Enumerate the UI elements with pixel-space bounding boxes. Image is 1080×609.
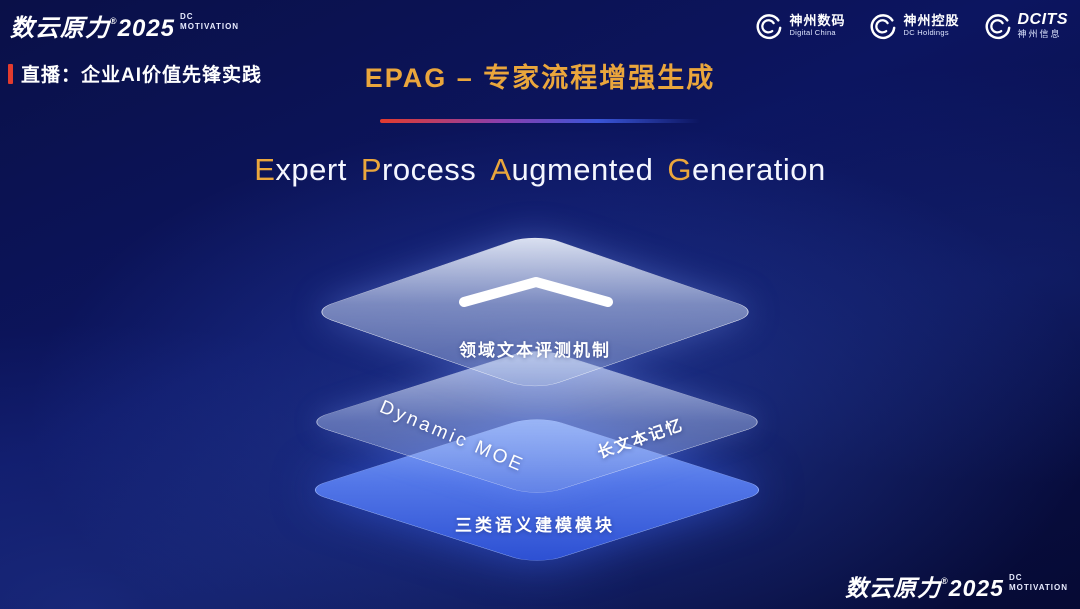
brand-logo-top-left: 数云原力®2025 DC MOTIVATION [10,8,239,43]
digital-china-swirl-icon [757,14,782,40]
middle-layer-right-label: 长文本记忆 [595,416,687,463]
live-label-text: 直播：企业AI价值先锋实践 [21,65,263,86]
middle-layer-left-label: Dynamic MOE [376,396,528,477]
top-layer-label: 领域文本评测机制 [459,341,611,360]
bottom-layer-label: 三类语义建模模块 [455,516,615,535]
red-accent-bar [8,63,13,84]
dcits-swirl-icon [985,14,1010,40]
logo-digital-china: 神州数码 Digital China [753,10,845,40]
registered-mark: ® [110,16,118,26]
gradient-divider [380,119,700,123]
logo-subtitle: Digital China [789,28,836,38]
dc-holdings-swirl-icon [871,14,896,40]
brand-subtext: DC MOTIVATION [1008,573,1068,592]
brand-wordmark: 数云原力®2025 [10,15,176,42]
registered-mark: ® [941,576,949,586]
logo-dc-holdings: 神州控股 DC Holdings [867,10,959,40]
logo-name: 神州控股 [903,12,960,28]
brand-wordmark: 数云原力®2025 [845,575,1004,601]
logo-name: 神州数码 [789,12,846,28]
logo-name: DCITS [1017,11,1068,28]
logo-subtitle: DC Holdings [903,28,949,38]
partner-logos: 神州数码 Digital China 神州控股 DC Holdings DCIT… [753,10,1068,40]
brand-logo-bottom-right: 数云原力®2025 DC MOTIVATION [845,569,1068,603]
logo-dcits: DCITS 神州信息 [982,10,1069,40]
chevron-up-icon [459,277,613,307]
slide-title: EPAG – 专家流程增强生成 [364,63,716,93]
live-label: 直播：企业AI价值先锋实践 [8,60,262,87]
logo-subtitle: 神州信息 [1017,29,1062,40]
brand-subtext: DC MOTIVATION [180,12,240,31]
